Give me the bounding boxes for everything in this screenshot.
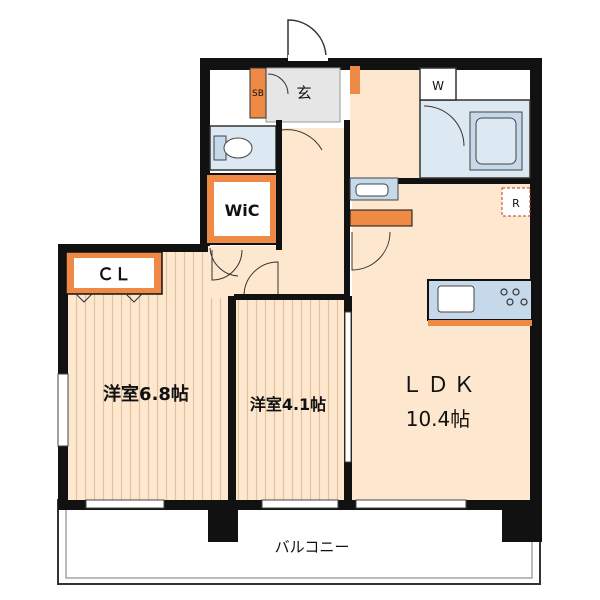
- kitchen-sink: [437, 285, 475, 313]
- wm-space: [419, 67, 457, 101]
- storage-strip: [349, 209, 413, 227]
- ldk-floor: [352, 184, 530, 500]
- entrance-door-arc: [287, 19, 327, 59]
- vanity-bowl: [355, 183, 389, 197]
- label-balcony: バルコニー: [275, 538, 350, 556]
- label-wic: WiC: [225, 201, 260, 220]
- wall-hall-right: [344, 120, 350, 300]
- orange-mark-top: [350, 66, 360, 94]
- sliding-door-bed2: [344, 311, 352, 463]
- wic-inner: [214, 182, 270, 236]
- window-bed2: [261, 499, 339, 509]
- label-wm: W: [432, 79, 444, 93]
- cl-doors: [75, 293, 143, 303]
- bath-door-arc: [423, 105, 465, 147]
- entrance-floor: [265, 67, 341, 123]
- wall-top: [200, 58, 542, 70]
- kitchen-backsplash: [428, 320, 532, 326]
- ldk-door-arc: [351, 231, 391, 271]
- label-sb: SB: [252, 89, 264, 99]
- bedroom2-door-arc: [243, 261, 279, 297]
- toilet-door-arc: [281, 129, 323, 151]
- bedroom2-floor: [234, 298, 346, 500]
- wall-ldk-top: [350, 178, 530, 184]
- fridge-space: [501, 187, 531, 217]
- wall-right: [530, 58, 542, 510]
- wall-left-upper: [200, 58, 210, 248]
- bedroom1-door-arc: [211, 249, 243, 281]
- label-bedroom2: 洋室4.1帖: [250, 395, 326, 414]
- sb-storage: [249, 67, 267, 119]
- column-right: [502, 496, 542, 542]
- cl-inner: [74, 258, 154, 288]
- stove-icon: [500, 288, 528, 306]
- balcony-area: [57, 499, 541, 585]
- window-ldk: [355, 499, 467, 509]
- bathtub-inner: [475, 117, 517, 165]
- entrance-door-gap: [288, 55, 328, 61]
- window-bed1: [85, 499, 165, 509]
- sb-door-arc: [267, 73, 289, 95]
- label-ldk-size: 10.4帖: [406, 407, 471, 431]
- window-left: [57, 373, 69, 447]
- label-ldk: ＬＤＫ: [401, 373, 479, 398]
- toilet-bowl: [223, 137, 253, 159]
- wall-top-left: [58, 244, 210, 252]
- wall-hall-left: [276, 120, 282, 250]
- corridor-floor: [350, 70, 420, 184]
- label-fridge: R: [512, 197, 520, 210]
- column-left: [208, 500, 238, 542]
- label-cl: ＣＬ: [97, 265, 131, 285]
- label-entrance: 玄: [296, 84, 311, 102]
- label-bedroom1: 洋室6.8帖: [103, 383, 189, 405]
- wall-bed1-bed2: [228, 296, 236, 500]
- wall-bed2-top: [234, 294, 350, 300]
- wic-door-arc: [209, 247, 239, 277]
